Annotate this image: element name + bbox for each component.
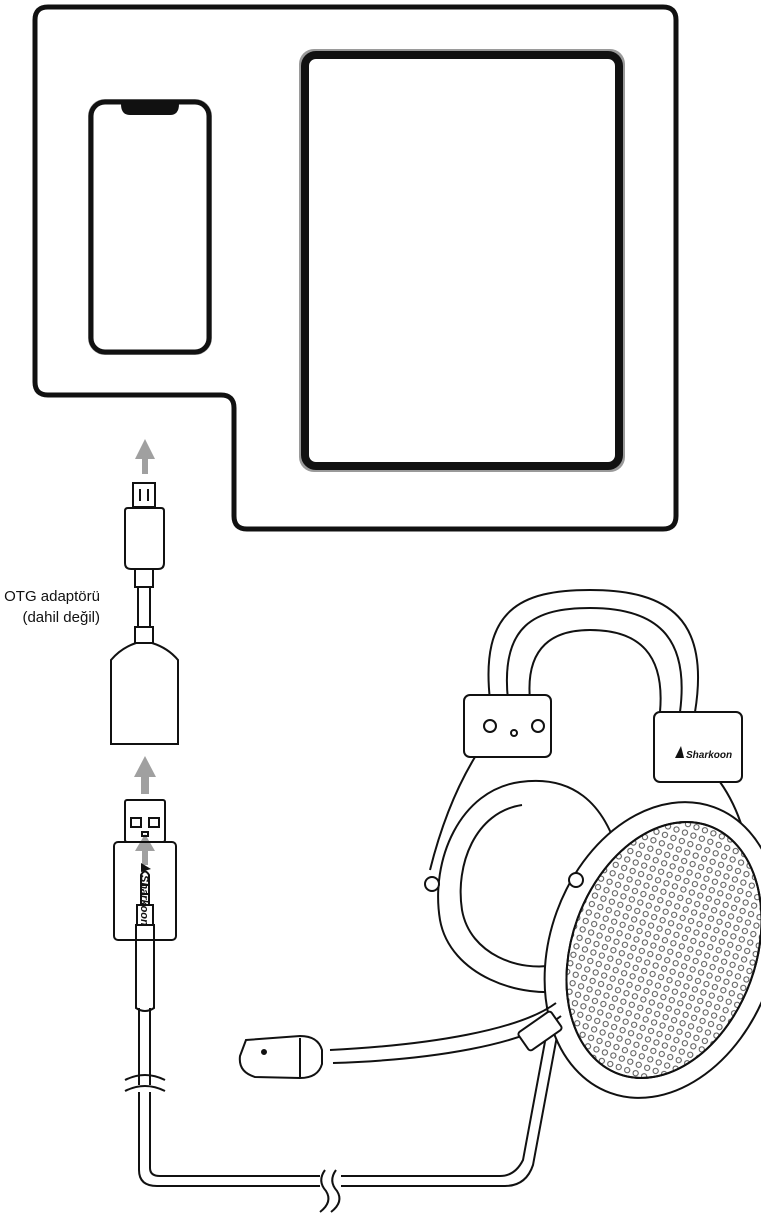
arrow-up-icon bbox=[134, 756, 156, 794]
headband-brand-logo: Sharkoon bbox=[675, 746, 732, 761]
otg-adapter bbox=[110, 482, 179, 745]
devices-frame bbox=[32, 4, 679, 532]
arrow-up-icon bbox=[135, 834, 155, 865]
otg-adapter-label: OTG adaptörü bbox=[4, 588, 100, 605]
usb-soundcard: Sharkoon bbox=[113, 799, 177, 941]
headset-cable bbox=[124, 879, 587, 1213]
smartphone-icon bbox=[88, 99, 212, 355]
micro-usb-plug-icon bbox=[124, 482, 165, 570]
headband-brand-label: Sharkoon bbox=[686, 750, 732, 761]
arrow-up-icon bbox=[135, 439, 155, 474]
usb-a-plug-icon bbox=[124, 799, 166, 843]
headset-icon bbox=[329, 588, 761, 1099]
otg-adapter-note: (dahil değil) bbox=[22, 609, 100, 626]
otg-adapter-caption: OTG adaptörü (dahil değil) bbox=[0, 586, 100, 628]
jack-plug-icon bbox=[135, 870, 155, 1085]
tablet-icon bbox=[299, 49, 625, 472]
microphone-icon bbox=[238, 1034, 323, 1080]
